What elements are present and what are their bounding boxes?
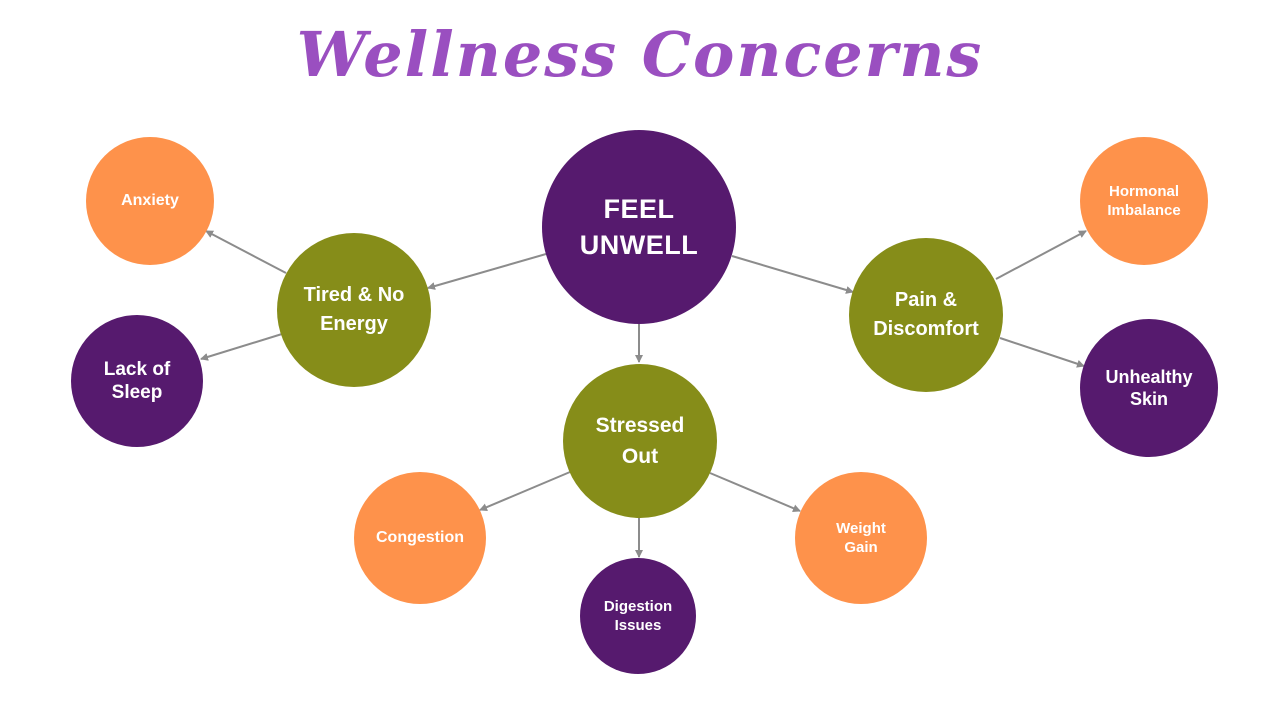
connector-tired-to-sleep [200, 333, 283, 361]
node-label: Congestion [376, 529, 464, 546]
connector-tired-to-anxiety [205, 230, 287, 274]
connector-stressed-to-congestion [479, 471, 571, 511]
connector-stressed-to-weight [709, 472, 801, 512]
node-label: Stressed Out [595, 414, 685, 468]
node-label: Anxiety [121, 192, 179, 209]
node-hormonal-imbalance: Hormonal Imbalance [1080, 137, 1208, 265]
node-label: FEEL UNWELL [579, 194, 699, 260]
connector-pain-to-skin [999, 337, 1085, 368]
node-label: Lack of Sleep [103, 359, 171, 403]
node-feel-unwell: FEEL UNWELL [542, 130, 736, 324]
node-weight-gain: Weight Gain [795, 472, 927, 604]
node-congestion: Congestion [354, 472, 486, 604]
connector-center-to-tired [427, 253, 547, 290]
node-unhealthy-skin: Unhealthy Skin [1080, 319, 1218, 457]
diagram-title: Wellness Concerns [296, 18, 984, 91]
node-label: Hormonal Imbalance [1107, 183, 1181, 219]
node-label: Weight Gain [836, 520, 886, 556]
node-label: Unhealthy Skin [1105, 367, 1193, 409]
node-label: Tired & No Energy [303, 284, 405, 335]
node-label: Pain & Discomfort [873, 289, 979, 340]
node-pain-discomfort: Pain & Discomfort [849, 238, 1003, 392]
node-stressed-out: Stressed Out [563, 364, 717, 518]
connector-center-to-pain [731, 255, 854, 294]
node-digestion-issues: Digestion Issues [580, 558, 696, 674]
connector-pain-to-hormonal [995, 230, 1087, 280]
node-lack-of-sleep: Lack of Sleep [71, 315, 203, 447]
node-tired-no-energy: Tired & No Energy [277, 233, 431, 387]
node-anxiety: Anxiety [86, 137, 214, 265]
node-label: Digestion Issues [603, 598, 673, 634]
